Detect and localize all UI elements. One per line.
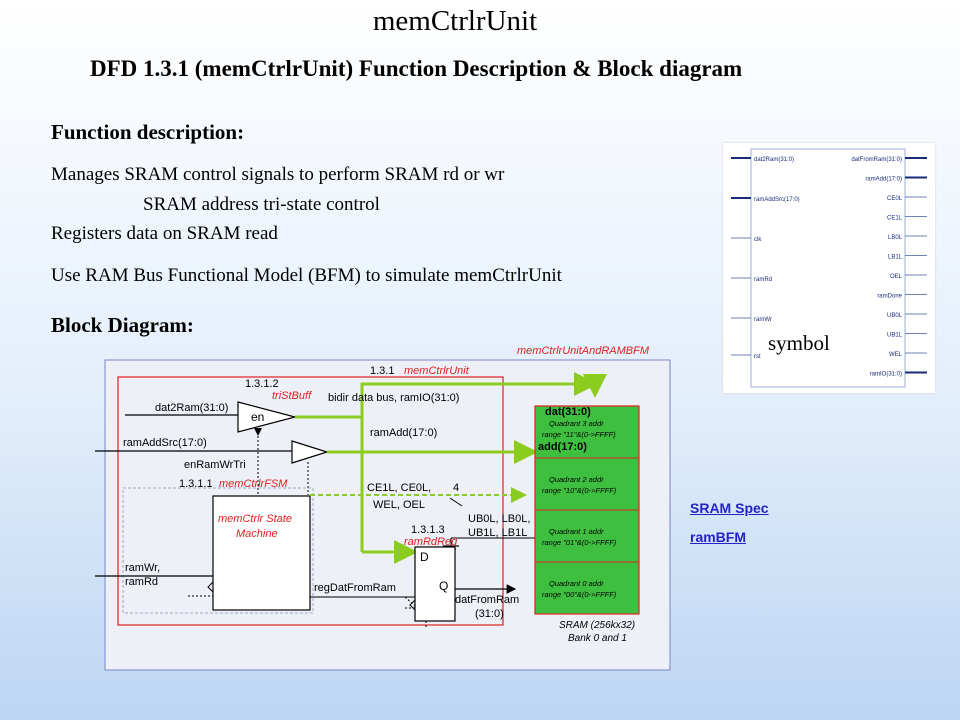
symbol-pin-label: LB1L [888,255,903,261]
reg-name: ramRdReg [404,536,458,548]
fsm-box-line2: Machine [236,528,278,540]
symbol-label: symbol [768,331,830,355]
datfrom-label2: (31:0) [475,608,504,620]
ce-slash [449,497,463,507]
symbol-pin-label: ramAdd(17:0) [865,177,902,183]
symbol-pin-label: WEL [889,352,903,358]
function-line: Use RAM Bus Functional Model (BFM) to si… [51,265,562,286]
sram-spec-link[interactable]: SRAM Spec [690,500,769,516]
datfrom-label1: datFromRam [455,594,519,606]
ramwr-label1: ramWr, [125,562,160,574]
reg-d: D [420,550,429,564]
symbol-pin-label: ramAddSrc(17:0) [754,197,800,203]
function-line: SRAM address tri-state control [143,194,380,215]
symbol-svg: dat2Ram(31:0) ramAddSrc(17:0) clk ramRd ramW… [731,148,927,388]
memctrlrunit-box [117,376,504,626]
symbol-pin-label: datFromRam(31:0) [851,157,902,163]
fsm-dashed-box [122,487,314,614]
symbol-right-pins: datFromRam(31:0) ramAdd(17:0) CE0L CE1L LB0L… [851,157,927,378]
addr-buffer [291,440,330,464]
sram-add: add(17:0) [538,441,587,453]
symbol-pin-label: UB1L [887,333,903,339]
bfm-outer-label: memCtrlrUnitAndRAMBFM [517,345,650,357]
fsm-box-line1: memCtrlr State [218,513,292,525]
regdat-label: regDatFromRam [314,582,396,594]
dat2ram-label: dat2Ram(31:0) [155,402,228,414]
fsm-name: memCtrlrFSM [219,478,288,490]
quadrant-name: Quadrant 3 addr [549,419,604,428]
symbol-pin-label: ramRd [754,277,772,283]
function-description-heading: Function description: [51,120,245,144]
symbol-left-pins: dat2Ram(31:0) ramAddSrc(17:0) clk ramRd ramW… [731,157,800,360]
buff-id: 1.3.1.2 [245,378,279,390]
reg-q: Q [439,579,448,593]
function-line: Manages SRAM control signals to perform … [51,164,505,185]
fsm-box [212,495,311,611]
symbol-panel: dat2Ram(31:0) ramAddSrc(17:0) clk ramRd ramW… [723,143,935,393]
ce-label1: CE1L, CE0L, [367,482,431,494]
symbol-pin-label: LB0L [888,235,903,241]
ramaddsrc-label: ramAddSrc(17:0) [123,437,207,449]
sram-dat: dat(31:0) [545,406,591,418]
quadrant-range: range "11"&(0->FFFF) [542,430,616,439]
fsm-clock [207,581,214,593]
ub-label1: UB0L, LB0L, [468,513,530,525]
sram-caption2: Bank 0 and 1 [568,633,627,644]
fsm-id: 1.3.1.1 [179,478,213,490]
symbol-pin-label: dat2Ram(31:0) [754,157,794,163]
reg-box [414,546,456,622]
quadrant-name: Quadrant 0 addr [549,579,604,588]
ce-label2: WEL, OEL [373,499,425,511]
symbol-pin-label: CE0L [887,196,903,202]
sram-caption1: SRAM (256kx32) [559,620,635,631]
block-diagram-heading: Block Diagram: [51,313,194,337]
reg-id: 1.3.1.3 [411,524,445,536]
symbol-pin-label: CE1L [887,216,903,222]
buff-inner: en [251,410,264,424]
bidir-label: bidir data bus, ramIO(31:0) [328,392,459,404]
symbol-body [750,148,906,388]
slide-subtitle: DFD 1.3.1 (memCtrlrUnit) Function Descri… [90,56,743,81]
ramwr-label2: ramRd [125,576,158,588]
ub-label2: UB1L, LB1L [468,527,527,539]
unit-id: 1.3.1 [370,365,394,377]
quadrant-name: Quadrant 2 addr [549,475,604,484]
buff-name: triStBuff [272,390,312,402]
quadrant-range: range "00"&(0->FFFF) [542,590,617,599]
quadrant-range: range "01"&(0->FFFF) [542,538,617,547]
symbol-pin-label: clk [754,237,762,243]
slide-title: memCtrlrUnit [372,5,538,37]
ramadd-label: ramAdd(17:0) [370,427,437,439]
symbol-pin-label: ramDone [877,294,902,300]
ce-width: 4 [453,482,459,494]
symbol-pin-label: UB0L [887,313,903,319]
tristate-buffer [237,401,298,433]
ram-bfm-link[interactable]: ramBFM [690,529,747,545]
block-diagram: memCtrlrUnitAndRAMBFM 1.3.1 memCtrlrUnit… [95,345,671,671]
enramwrtri-label: enRamWrTri [184,459,246,471]
unit-name: memCtrlrUnit [404,365,470,377]
symbol-pin-label: OEL [890,274,903,280]
quadrant-name: Quadrant 1 addr [549,527,604,536]
symbol-pin-label: ramWr [754,317,772,323]
quadrant-range: range "10"&(0->FFFF) [542,486,617,495]
symbol-pin-label: rst [754,354,761,360]
function-line: Registers data on SRAM read [51,223,278,244]
symbol-pin-label: ramIO(31:0) [870,372,902,378]
